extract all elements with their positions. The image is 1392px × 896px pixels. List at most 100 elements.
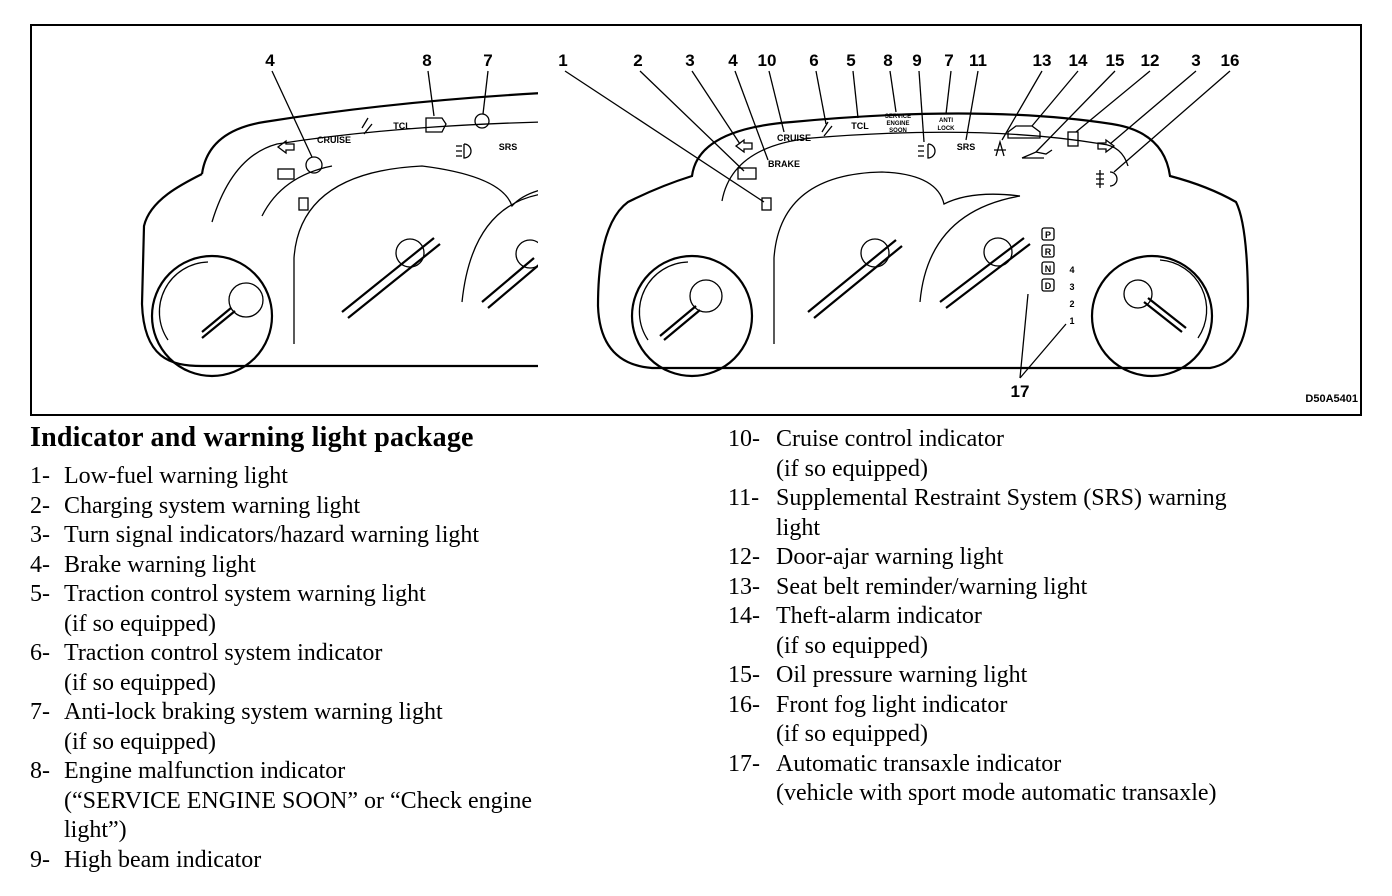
legend-item-line: (if so equipped) [776,721,928,747]
callout-10: 10 [758,51,777,70]
legend-item-text: Front fog light indicator (if so equipped… [776,691,1388,750]
legend-left-column: 1- Low-fuel warning light 2-Charging syste… [30,462,710,875]
left-turn-signal-icon [276,139,295,155]
legend-item-line: (if so equipped) [776,455,928,482]
right-panel: CRUISE TCL BRAKE SRS SERVICE ENGINE SOON… [558,51,1358,405]
legend-item: 5-Traction control system warning light(… [30,580,710,639]
service-label-3: SOON [889,128,907,134]
callout-6: 6 [809,51,818,70]
gear-1: 1 [1069,316,1074,326]
callout-1: 1 [558,51,567,70]
service-label-1: SERVICE [885,114,911,120]
callout-3b: 3 [1191,51,1200,70]
legend-item-number: 1- [30,463,50,489]
legend-item-text: Seat belt reminder/warning light [776,573,1388,603]
left-high-beam-icon [456,143,472,159]
legend-item-number: 15- [728,662,760,688]
legend-item: 8-Engine malfunction indicator(“SERVICE … [30,757,710,846]
legend-item-line: Low-fuel warning light [64,463,288,489]
gear-2: 2 [1069,299,1074,309]
callout-15: 15 [1106,51,1125,70]
legend-item: 16-Front fog light indicator(if so equip… [728,691,1388,750]
legend-item-number: 14- [728,603,760,629]
cruise-label: CRUISE [777,133,811,143]
legend-item-number: 12- [728,544,760,570]
legend-item-line: Charging system warning light [64,492,361,519]
callout-left-1: 8 [422,51,431,70]
service-label-2: ENGINE [886,121,909,127]
instrument-cluster-figure: CRUISE TCL SRS 4 8 7 [30,24,1362,416]
legend-item: 9-High beam indicator [30,846,710,876]
legend-item-text: High beam indicator [64,846,710,876]
gear-3: 3 [1069,282,1074,292]
callout-8: 8 [883,51,892,70]
left-brake-icon [305,156,323,174]
legend-item-line: Traction control system warning light [64,581,426,607]
legend-item-line: Supplemental Restraint System (SRS) warn… [776,485,1227,511]
legend-item-text: Door-ajar warning light [776,543,1388,573]
legend-item: 3- Turn signal indicators/hazard warning … [30,521,710,551]
callout-4: 4 [728,51,738,70]
left-engine-icon [425,117,447,133]
legend-item: 7-Anti-lock braking system warning light… [30,698,710,757]
callout-17: 17 [1011,382,1030,401]
section-heading: Indicator and warning light package [30,422,474,453]
legend-item-line: Door-ajar warning light [776,544,1004,570]
gear-indicator: P R N D 4 3 2 1 [1041,227,1075,326]
legend-item-line: Brake warning light [64,551,256,578]
legend-item-line: (vehicle with sport mode automatic trans… [776,780,1217,806]
legend-item-line: Front fog light indicator [776,691,1008,718]
callout-2: 2 [633,51,642,70]
left-tcl-label: TCL [393,121,411,131]
legend-item-text: Brake warning light [64,551,710,581]
left-srs-label: SRS [499,142,518,152]
legend-item-line: (if so equipped) [64,728,216,755]
legend-item: 13- Seat belt reminder/warning light [728,573,1388,603]
legend-item-number: 6- [30,640,50,666]
turn-signal-right-icon [1097,138,1116,154]
callout-5: 5 [846,51,855,70]
gear-p: P [1045,230,1051,240]
left-battery-icon [277,168,295,180]
figure-code: D50A5401 [1305,393,1358,405]
callout-16: 16 [1221,51,1240,70]
legend-item-line: Oil pressure warning light [776,662,1028,688]
legend-item-text: Supplemental Restraint System (SRS) warn… [776,484,1388,543]
legend-item: 17-Automatic transaxle indicator(vehicle… [728,750,1388,809]
legend-item: 15- Oil pressure warning light [728,661,1388,691]
legend-right-column: 10- Cruise control indicator (if so equipp… [728,425,1388,809]
legend-item-text: Traction control system indicator(if so … [64,639,710,698]
legend-item: 10- Cruise control indicator (if so equipp… [728,425,1388,484]
legend-item-number: 11- [728,485,760,511]
legend-item-line: Cruise control indicator [776,426,1004,452]
legend-item-text: Oil pressure warning light [776,661,1388,691]
legend-item-text: Engine malfunction indicator(“SERVICE EN… [64,757,710,846]
legend-item-number: 17- [728,750,760,777]
callout-9: 9 [912,51,921,70]
brake-label: BRAKE [768,159,800,169]
legend-item-number: 13- [728,573,760,600]
legend-item-line: Seat belt reminder/warning light [776,573,1088,600]
legend-item: 14-Theft-alarm indicator(if so equipped) [728,602,1388,661]
legend-item-line: light”) [64,817,127,843]
left-cruise-label: CRUISE [317,135,351,145]
legend-item: 2-Charging system warning light [30,492,710,522]
legend-item-number: 5- [30,581,50,607]
legend-item-line: (if so equipped) [64,669,216,696]
legend-item-text: Anti-lock braking system warning light(i… [64,698,710,757]
callout-13: 13 [1033,51,1052,70]
legend-item-number: 10- [728,426,760,452]
legend-item-text: Charging system warning light [64,492,710,522]
gear-4: 4 [1069,265,1074,275]
antilock-label-1: ANTI [939,118,953,124]
seatbelt-icon [821,121,833,137]
gear-n: N [1045,264,1052,274]
gear-d: D [1045,281,1052,291]
turn-signal-left-icon [734,138,753,154]
legend-item: 4-Brake warning light [30,551,710,581]
legend-item-number: 3- [30,522,50,548]
legend-item-line: light [776,514,821,541]
legend-item-line: Turn signal indicators/hazard warning li… [64,522,480,548]
seat-belt-warning-icon [994,139,1006,157]
theft-alarm-icon [1007,125,1041,139]
